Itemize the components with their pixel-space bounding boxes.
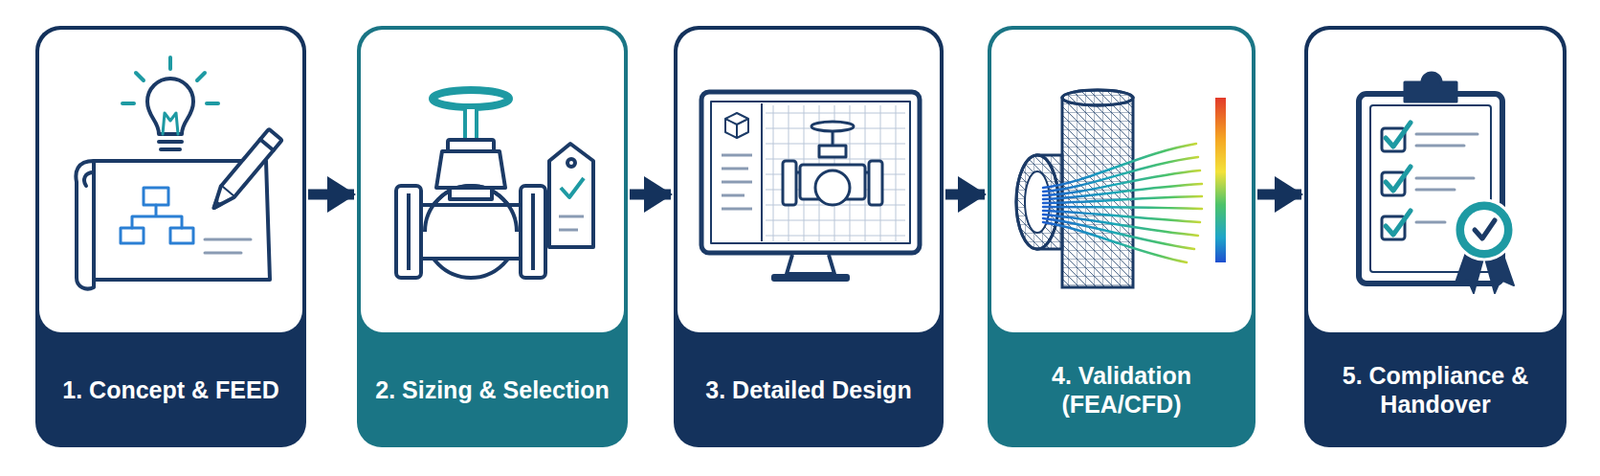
- stage-title: 5. Compliance & Handover: [1315, 360, 1556, 420]
- stage-title: 3. Detailed Design: [705, 375, 912, 405]
- stage-card: 3. Detailed Design: [673, 25, 944, 447]
- compliance-icon: [1358, 72, 1514, 293]
- stage-card: 1. Concept & FEED: [35, 25, 307, 447]
- cad-monitor-icon: [701, 91, 920, 282]
- stage-band: 4. Validation (FEA/CFD): [987, 333, 1256, 445]
- valve-icon: [396, 89, 594, 278]
- stage-card: 5. Compliance & Handover: [1304, 25, 1567, 447]
- flow-arrow: [945, 189, 985, 200]
- stage-band: 5. Compliance & Handover: [1304, 333, 1567, 445]
- concept-icon: [75, 57, 282, 289]
- stage-title: 2. Sizing & Selection: [375, 375, 610, 405]
- stage-title: 4. Validation (FEA/CFD): [999, 360, 1245, 420]
- stage-title: 1. Concept & FEED: [62, 375, 279, 405]
- stage-card: 2. Sizing & Selection: [356, 25, 628, 447]
- stage-band: 1. Concept & FEED: [35, 333, 307, 445]
- stage-band: 2. Sizing & Selection: [356, 333, 628, 445]
- stage-card: 4. Validation (FEA/CFD): [987, 25, 1256, 447]
- stage-band: 3. Detailed Design: [673, 333, 944, 445]
- flow-arrow: [629, 189, 671, 200]
- simulation-icon: [1016, 89, 1226, 288]
- card-grounds: [35, 25, 1567, 447]
- flow-arrow: [308, 189, 355, 200]
- flow-arrow: [1257, 189, 1302, 200]
